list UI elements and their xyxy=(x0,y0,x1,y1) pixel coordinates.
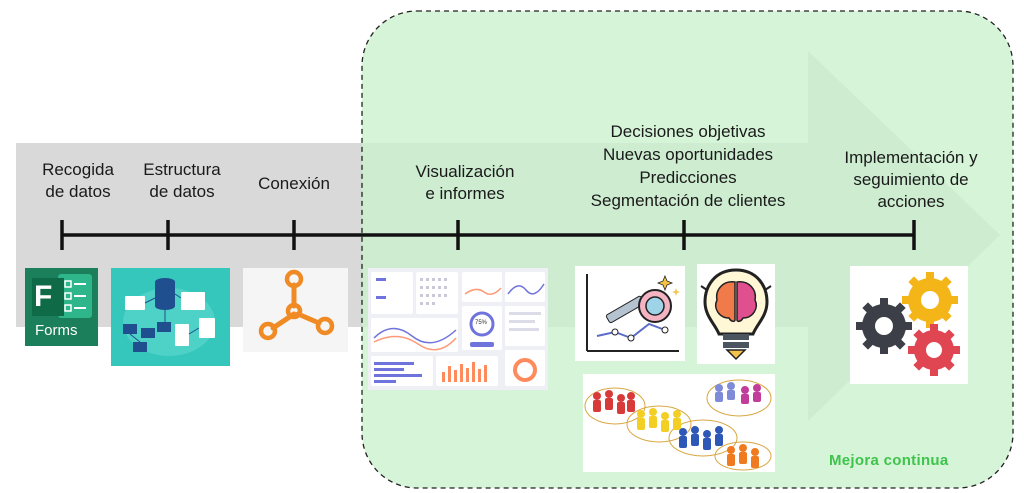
stage-line: Estructura xyxy=(143,160,221,179)
outcome-item: Nuevas oportunidades xyxy=(602,145,774,164)
stage-line: acciones xyxy=(877,192,945,211)
stage-line: Conexión xyxy=(258,174,330,193)
continuous-improvement-label: Mejora continua xyxy=(829,452,949,469)
stage-label-structure: Estructura de datos xyxy=(128,159,236,203)
forms-letter: F xyxy=(34,280,53,313)
forms-label: Forms xyxy=(35,322,78,339)
gears-icon xyxy=(856,272,960,376)
data-structure-illustration xyxy=(111,268,230,366)
people-groups-icon xyxy=(584,379,772,471)
network-nodes-icon xyxy=(258,269,335,341)
stage-label-implementation: Implementación y seguimiento de acciones xyxy=(825,147,997,213)
connection-illustration xyxy=(243,268,348,352)
stage-label-collection: Recogida de datos xyxy=(28,159,128,203)
stage-line: Recogida xyxy=(42,160,114,179)
stage-line: seguimiento de xyxy=(853,170,969,189)
stage-line: de datos xyxy=(149,182,215,201)
magnifier-chart-icon xyxy=(586,274,680,352)
forms-app-icon: F Forms xyxy=(25,268,98,346)
stage-line: e informes xyxy=(425,184,505,203)
stage-line: Visualización xyxy=(415,162,515,181)
dashboard-gauge-value: 75% xyxy=(475,320,488,326)
stage-label-visualization: Visualización e informes xyxy=(400,161,530,205)
outcome-item: Predicciones xyxy=(639,168,737,187)
gears-illustration xyxy=(850,266,968,384)
outcomes-list: Decisiones objetivas Nuevas oportunidade… xyxy=(570,120,806,212)
dashboard-illustration: 75% xyxy=(368,268,548,390)
dashboard-icon xyxy=(371,272,545,386)
database-icon xyxy=(123,278,215,356)
analytics-illustration xyxy=(575,266,685,361)
timeline xyxy=(60,220,916,250)
outcome-item: Decisiones objetivas xyxy=(610,122,766,141)
brain-lightbulb-icon xyxy=(700,268,772,361)
idea-brain-illustration xyxy=(697,264,775,364)
customer-segmentation-illustration xyxy=(583,374,775,472)
stage-label-connection: Conexión xyxy=(240,173,348,195)
forms-icon xyxy=(32,274,92,318)
outcome-item: Segmentación de clientes xyxy=(590,191,786,210)
stage-line: de datos xyxy=(45,182,111,201)
stage-line: Implementación y xyxy=(844,148,978,167)
